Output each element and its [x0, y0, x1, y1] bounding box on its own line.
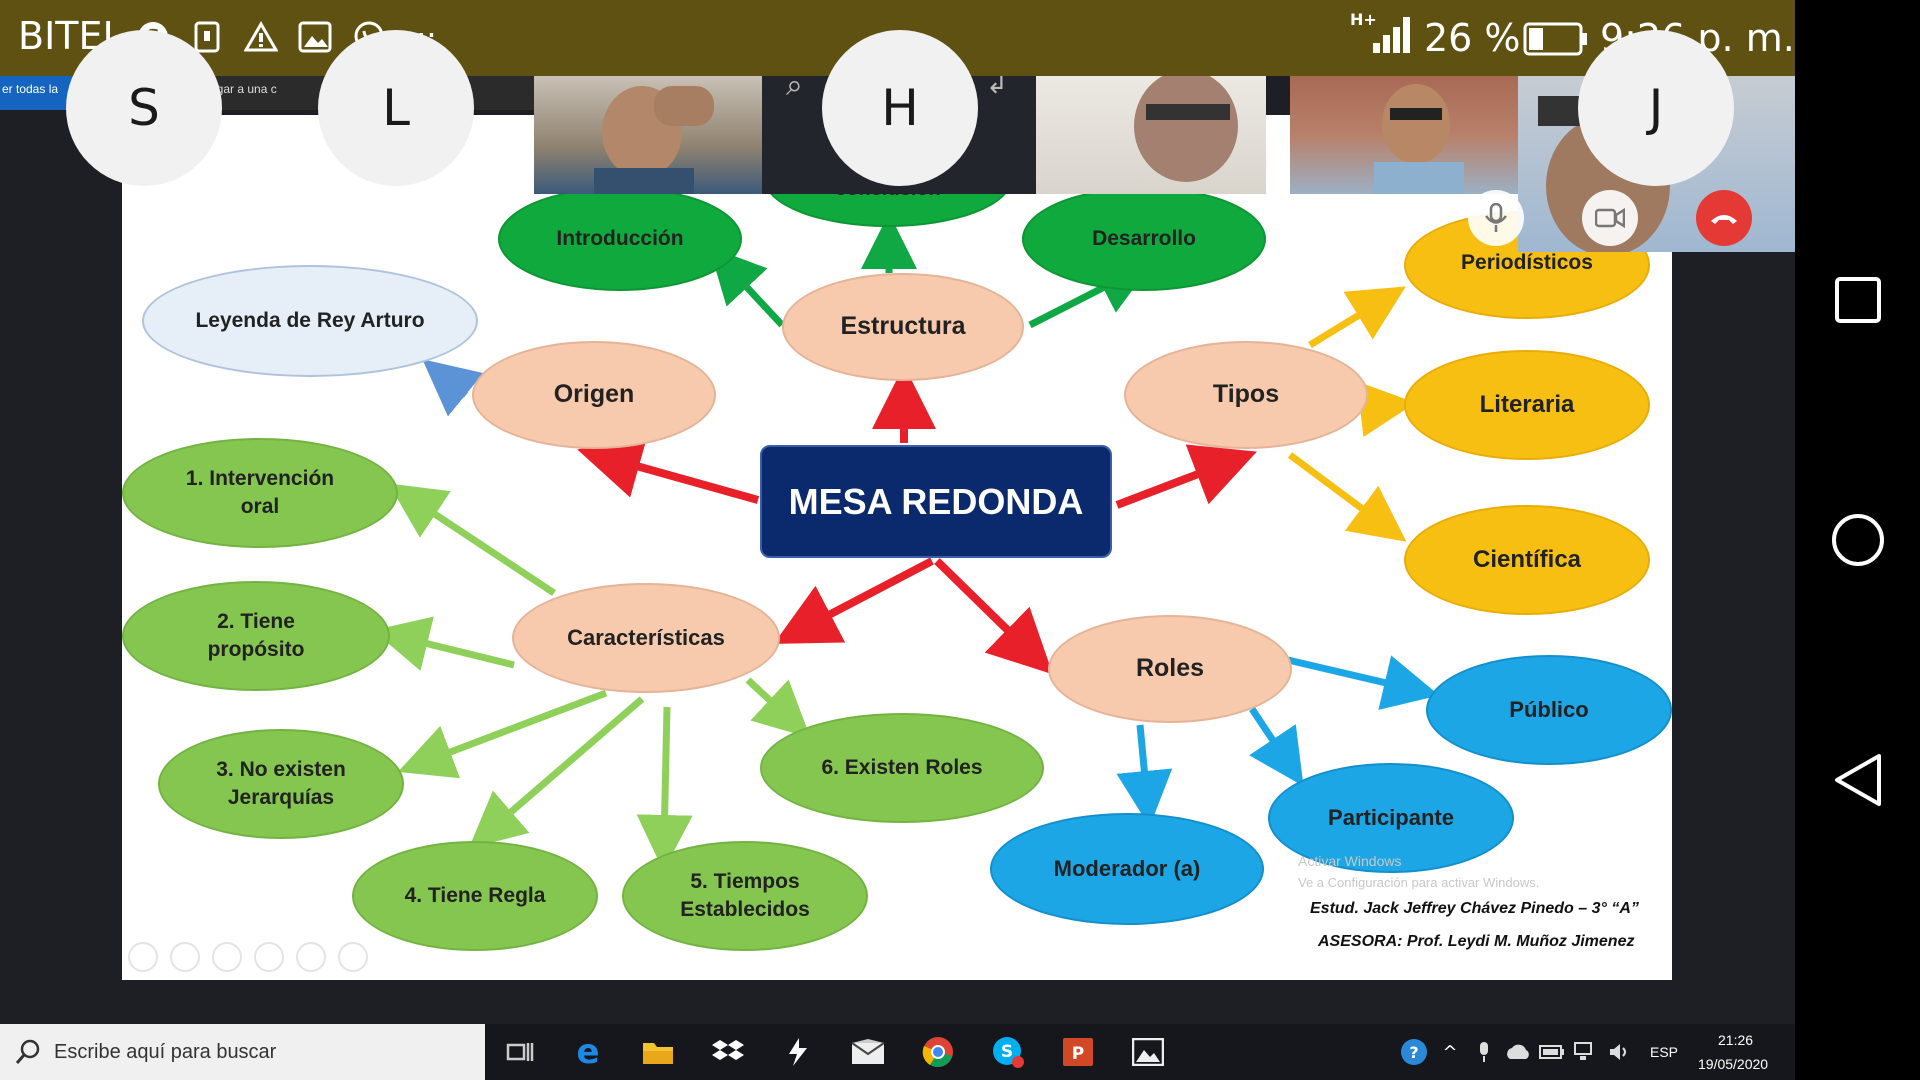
- windows-taskbar: Escribe aquí para buscar e S P ? ^: [0, 1024, 1795, 1080]
- node-intervencion-oral: 1. Intervención oral: [122, 438, 398, 548]
- next-slide-icon[interactable]: [170, 942, 200, 972]
- mail-icon[interactable]: [850, 1034, 886, 1070]
- circle-icon: [1832, 514, 1884, 566]
- end-call-button[interactable]: [1696, 190, 1752, 246]
- battery-tray-icon[interactable]: [1534, 1034, 1570, 1070]
- powerpoint-icon[interactable]: P: [1060, 1034, 1096, 1070]
- pointer-icon[interactable]: ↲: [986, 76, 1008, 100]
- slide-show-tools: [128, 942, 368, 972]
- participant-avatar-s[interactable]: S: [66, 30, 222, 186]
- participant-video-3[interactable]: [1290, 76, 1518, 194]
- participant-avatar-h[interactable]: H: [822, 30, 978, 186]
- activation-watermark-title: Activar Windows: [1298, 853, 1402, 869]
- student-credit: Estud. Jack Jeffrey Chávez Pinedo – 3° “…: [1310, 900, 1639, 917]
- participant-silhouette-icon: [1374, 84, 1464, 194]
- recents-button[interactable]: [1830, 272, 1886, 328]
- square-icon: [1835, 277, 1881, 323]
- signal-icon: [1368, 16, 1418, 54]
- alert-icon: [242, 18, 280, 56]
- microphone-tray-icon[interactable]: [1466, 1034, 1502, 1070]
- toolbar-right-text: egar a una c: [210, 82, 277, 96]
- participant-video-2[interactable]: [1036, 76, 1266, 194]
- prev-slide-icon[interactable]: [128, 942, 158, 972]
- node-literaria: Literaria: [1404, 350, 1650, 460]
- triangle-back-icon: [1835, 754, 1881, 806]
- task-view-icon[interactable]: [502, 1034, 538, 1070]
- image-icon: [296, 18, 334, 56]
- pen-icon[interactable]: [212, 942, 242, 972]
- onedrive-icon[interactable]: [1500, 1034, 1536, 1070]
- participant-avatar-l[interactable]: L: [318, 30, 474, 186]
- node-no-existen-jerarquias: 3. No existen Jerarquías: [158, 729, 404, 839]
- node-tiene-proposito: 2. Tiene propósito: [122, 581, 390, 691]
- chevron-up-icon[interactable]: ^: [1442, 1041, 1458, 1063]
- chrome-icon[interactable]: [920, 1034, 956, 1070]
- android-navigation-bar: [1795, 0, 1920, 1080]
- participant-silhouette-icon: [594, 86, 714, 194]
- battery-icon: [1522, 20, 1590, 58]
- node-tiempos-establecidos: 5. Tiempos Establecidos: [622, 841, 868, 951]
- taskbar-search-box[interactable]: Escribe aquí para buscar: [0, 1024, 485, 1080]
- file-explorer-icon[interactable]: [640, 1034, 676, 1070]
- node-tipos: Tipos: [1124, 341, 1368, 449]
- central-topic: MESA REDONDA: [760, 445, 1112, 558]
- taskbar-time[interactable]: 21:26: [1718, 1032, 1754, 1048]
- photos-icon[interactable]: [1130, 1034, 1166, 1070]
- sim-icon: [188, 18, 226, 56]
- node-origen: Origen: [472, 341, 716, 449]
- help-icon[interactable]: ?: [1396, 1034, 1432, 1070]
- node-roles: Roles: [1048, 615, 1292, 723]
- volume-icon[interactable]: [1602, 1034, 1638, 1070]
- taskbar-date[interactable]: 19/05/2020: [1698, 1056, 1769, 1072]
- node-leyenda-rey-arturo: Leyenda de Rey Arturo: [142, 265, 478, 377]
- node-tiene-regla: 4. Tiene Regla: [352, 841, 598, 951]
- node-estructura: Estructura: [782, 273, 1024, 381]
- language-indicator[interactable]: ESP: [1650, 1044, 1679, 1060]
- participant-avatar-j[interactable]: J: [1578, 30, 1734, 186]
- winamp-icon[interactable]: [780, 1034, 816, 1070]
- microphone-icon[interactable]: [1468, 190, 1524, 246]
- hang-up-icon: [1711, 215, 1737, 224]
- more-options-icon[interactable]: [338, 942, 368, 972]
- dropbox-icon[interactable]: [710, 1034, 746, 1070]
- svg-text:P: P: [1072, 1044, 1084, 1064]
- presentation-slide: MESA REDONDA Estructura Introducción con…: [122, 115, 1672, 980]
- node-introduccion: Introducción: [498, 187, 742, 291]
- edge-browser-icon[interactable]: e: [576, 1032, 600, 1072]
- skype-taskbar-icon[interactable]: S: [990, 1034, 1026, 1070]
- node-moderador: Moderador (a): [990, 813, 1264, 925]
- back-button[interactable]: [1830, 752, 1886, 808]
- svg-text:S: S: [1001, 1042, 1013, 1062]
- battery-percent: 26 %: [1424, 16, 1521, 60]
- mindmap-arrows: [372, 213, 1440, 871]
- node-participante: Participante: [1268, 763, 1514, 873]
- advisor-credit: ASESORA: Prof. Leydi M. Muñoz Jimenez: [1318, 933, 1635, 950]
- home-button[interactable]: [1830, 512, 1886, 568]
- network-type: H+: [1350, 10, 1377, 29]
- participant-video-1[interactable]: [534, 76, 762, 194]
- svg-text:?: ?: [1409, 1043, 1418, 1062]
- activation-watermark-hint: Ve a Configuración para activar Windows.: [1298, 875, 1540, 890]
- node-existen-roles: 6. Existen Roles: [760, 713, 1044, 823]
- participant-silhouette-icon: [1134, 76, 1238, 182]
- search-icon[interactable]: ⌕: [786, 76, 803, 103]
- network-tray-icon[interactable]: [1568, 1034, 1604, 1070]
- node-desarrollo: Desarrollo: [1022, 187, 1266, 291]
- search-placeholder: Escribe aquí para buscar: [54, 1041, 277, 1063]
- node-cientifica: Científica: [1404, 505, 1650, 615]
- node-caracteristicas: Características: [512, 583, 780, 693]
- search-icon: [15, 1039, 40, 1064]
- slides-grid-icon[interactable]: [254, 942, 284, 972]
- node-publico: Público: [1426, 655, 1672, 765]
- camera-icon[interactable]: [1582, 190, 1638, 246]
- zoom-icon[interactable]: [296, 942, 326, 972]
